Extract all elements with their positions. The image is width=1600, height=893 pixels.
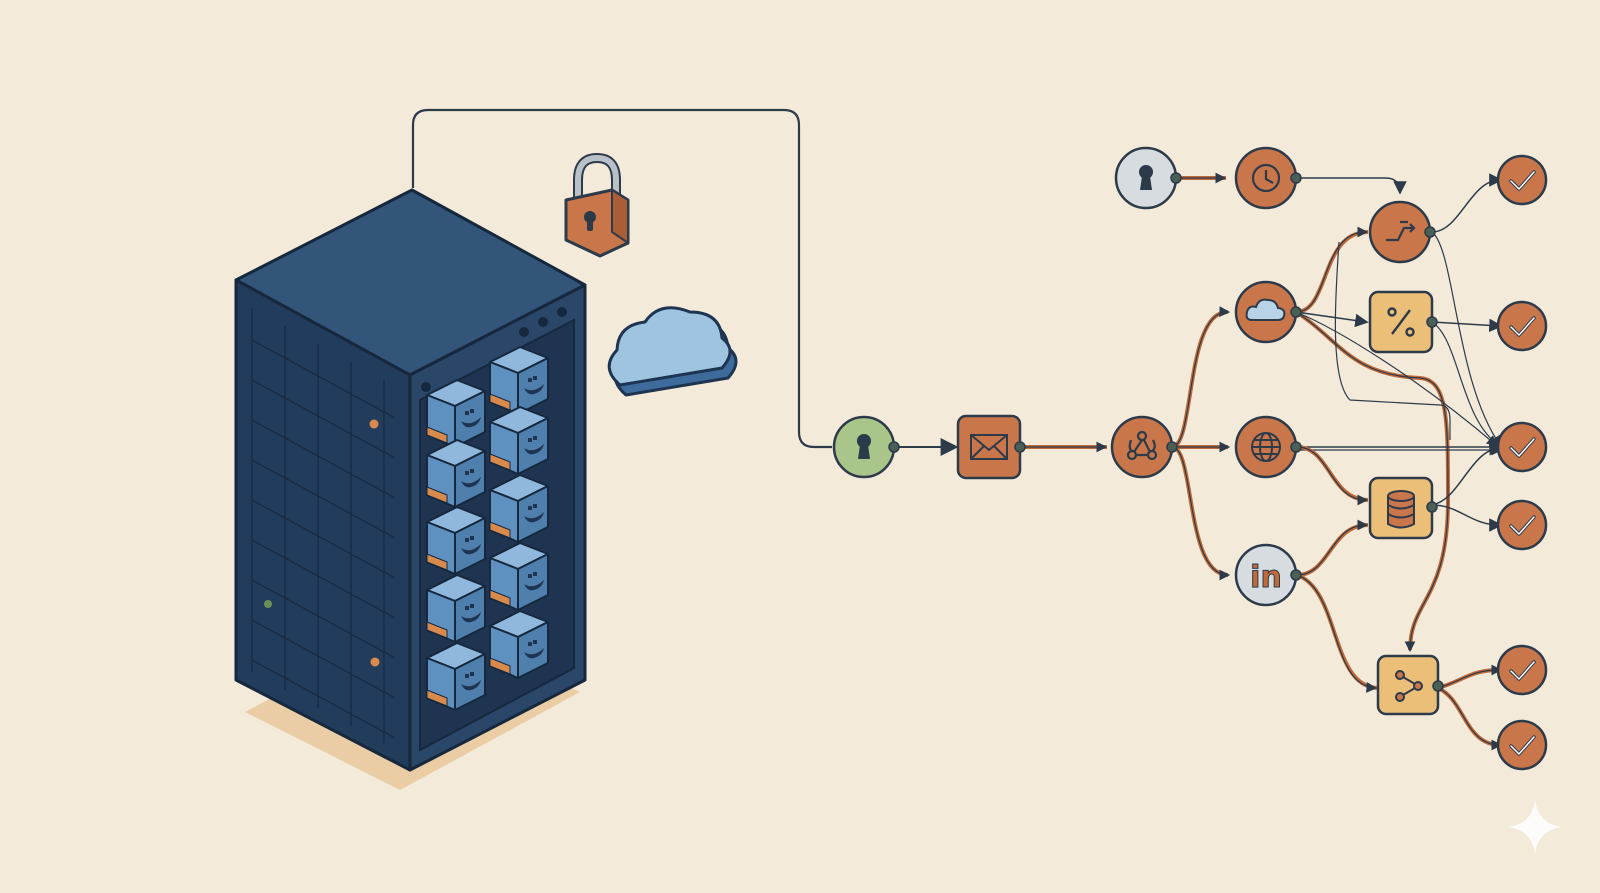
cloud-icon [607,306,738,397]
linkedin-icon: in [1250,560,1282,595]
port-dot [1166,441,1178,453]
success-checks [1496,154,1548,771]
docker-container-icon [489,610,549,679]
docker-container-icon [426,506,486,575]
docker-container-icon [426,439,486,508]
port-dot [1426,316,1438,328]
docker-container-icon [489,346,549,415]
checkmark-icon [1496,644,1548,696]
checkmark-icon [1496,499,1548,551]
branch-icon [1386,220,1416,242]
server-rack-icon [234,188,587,790]
timer-node [1234,146,1302,210]
database-node [1368,476,1438,540]
checkmark-icon [1496,300,1548,352]
gateway-node [832,415,900,479]
cloud-icon [1245,298,1286,321]
container-stack [426,346,549,711]
port-dot [1290,172,1302,184]
docker-container-icon [426,642,486,711]
mail-node [956,414,1026,480]
docker-container-icon [489,474,549,543]
percent-node [1368,290,1438,354]
branch-node [1368,200,1436,264]
rack-status-led-green [264,600,272,608]
linkedin-node: in [1234,543,1302,607]
port-dot [1170,172,1182,184]
rack-vent-grid [251,308,396,744]
docker-container-icon [426,574,486,643]
docker-container-icon [489,406,549,475]
checkmark-icon [1496,719,1548,771]
globe-node [1234,415,1302,479]
percent-icon [1387,307,1415,337]
port-dot [1290,441,1302,453]
webhook-icon [1126,430,1158,461]
cloud-node [1234,280,1302,344]
database-icon [1387,490,1415,529]
rack-indicator-2 [538,317,548,327]
auth-node [1114,146,1182,210]
checkmark-icon [1496,421,1548,473]
envelope-icon [970,434,1008,460]
merge-icon [1395,670,1423,702]
keyhole-icon [1139,165,1153,190]
port-dot [888,441,900,453]
port-dot [1424,226,1436,238]
rack-status-led-orange-low [370,657,380,667]
webhook-branches [1171,306,1231,581]
rack-indicator-3 [557,307,567,317]
sparkle-icon [1508,800,1562,854]
clock-icon [1251,163,1281,193]
rack-indicator-1 [519,327,529,337]
port-dot [1290,569,1302,581]
port-dot [1432,680,1444,692]
port-dot [1014,441,1026,453]
rack-status-led-orange [369,419,379,429]
port-dot [1290,306,1302,318]
webhook-node [1110,415,1178,479]
checkmark-icon [1496,154,1548,206]
padlock-icon [564,152,630,258]
docker-container-icon [489,542,549,611]
keyhole-icon [857,434,871,459]
globe-icon [1251,432,1281,462]
docker-container-icon [426,379,486,448]
connectors [411,108,1503,751]
rack-indicator-4 [421,382,431,392]
port-dot [1426,501,1438,513]
merge-node [1376,654,1444,716]
rack-to-gateway-line [411,108,832,449]
